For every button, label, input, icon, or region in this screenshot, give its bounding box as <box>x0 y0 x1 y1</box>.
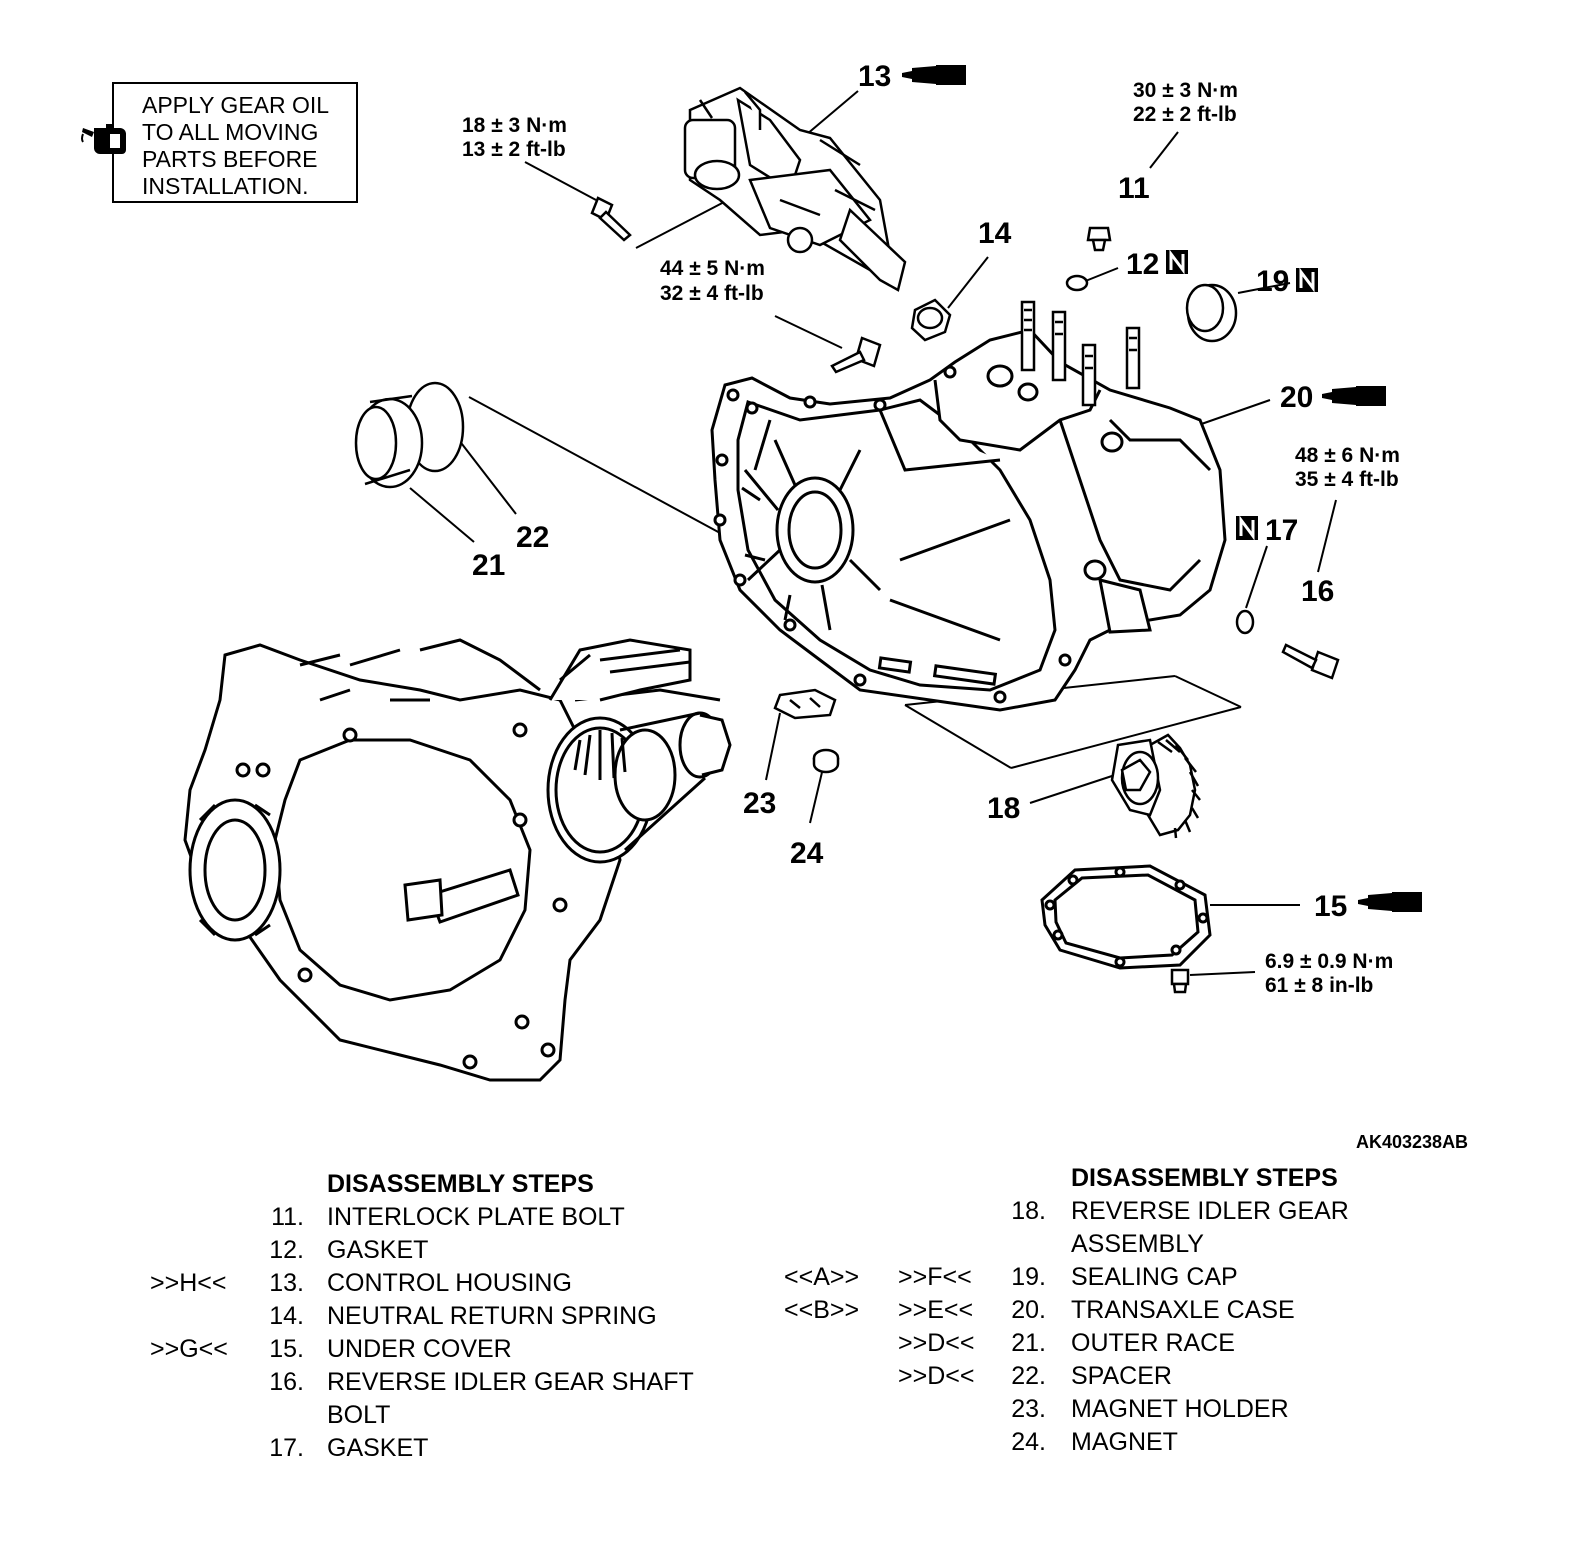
clutch-housing-assembly <box>183 638 732 1082</box>
step-mark: >>D<< <box>898 1362 975 1390</box>
callout-13: 13 <box>858 60 891 93</box>
reverse-idler-gear <box>1110 733 1201 839</box>
callout-17: 17 <box>1265 514 1298 547</box>
step-number: 19. <box>1011 1263 1046 1291</box>
step-number: 15. <box>269 1335 304 1363</box>
step-text: BOLT <box>327 1401 391 1429</box>
step-text: MAGNET <box>1071 1428 1178 1456</box>
step-mark: >>F<< <box>898 1263 972 1291</box>
step-text: CONTROL HOUSING <box>327 1269 572 1297</box>
step-text: REVERSE IDLER GEAR <box>1071 1197 1349 1225</box>
torque-spec-imperial: 35 ± 4 ft-lb <box>1295 468 1399 491</box>
step-text: NEUTRAL RETURN SPRING <box>327 1302 657 1330</box>
note-line: PARTS BEFORE <box>142 146 318 172</box>
step-number: 23. <box>1011 1395 1046 1423</box>
under-cover <box>1040 864 1212 970</box>
step-mark: <<A>> <box>784 1263 860 1291</box>
torque-spec-metric: 30 ± 3 N·m <box>1133 79 1238 102</box>
note-line: APPLY GEAR OIL <box>142 92 330 118</box>
torque-spec-imperial: 61 ± 8 in-lb <box>1265 974 1373 997</box>
new-part-badge-icon <box>1234 514 1260 542</box>
callout-11: 11 <box>1118 172 1150 205</box>
case-studs <box>1020 300 1141 407</box>
note-line: INSTALLATION. <box>142 173 309 199</box>
step-number: 22. <box>1011 1362 1046 1390</box>
callout-16: 16 <box>1301 575 1334 608</box>
step-mark: >>D<< <box>898 1329 975 1357</box>
step-text: INTERLOCK PLATE BOLT <box>327 1203 625 1231</box>
sealant-tube-icon <box>902 65 966 85</box>
torque-spec-imperial: 22 ± 2 ft-lb <box>1133 103 1237 126</box>
step-text: SPACER <box>1071 1362 1172 1390</box>
figure-id: AK403238AB <box>1356 1132 1469 1152</box>
step-number: 24. <box>1011 1428 1046 1456</box>
callout-24: 24 <box>790 837 824 870</box>
steps-title-right: DISASSEMBLY STEPS <box>1071 1164 1338 1192</box>
step-mark: <<B>> <box>784 1296 860 1324</box>
callout-20: 20 <box>1280 381 1313 414</box>
torque-spec-metric: 18 ± 3 N·m <box>462 114 567 137</box>
note-line: TO ALL MOVING <box>142 119 319 145</box>
torque-spec-imperial: 32 ± 4 ft-lb <box>660 282 764 305</box>
exploded-diagram: 13 11 14 12 19 20 17 16 22 21 23 24 18 1… <box>183 60 1422 1082</box>
callout-15: 15 <box>1314 890 1347 923</box>
steps-title-left: DISASSEMBLY STEPS <box>327 1170 594 1198</box>
control-housing <box>683 86 907 292</box>
step-text: OUTER RACE <box>1071 1329 1235 1357</box>
transaxle-case <box>710 328 1227 712</box>
step-number: 21. <box>1011 1329 1046 1357</box>
bolts <box>590 196 1340 994</box>
step-text: SEALING CAP <box>1071 1263 1238 1291</box>
step-number: 14. <box>269 1302 304 1330</box>
sealant-tube-icon <box>1322 386 1386 406</box>
magnet-holder-and-magnet <box>773 688 840 774</box>
callout-22: 22 <box>516 521 549 554</box>
step-number: 16. <box>269 1368 304 1396</box>
step-text: REVERSE IDLER GEAR SHAFT <box>327 1368 694 1396</box>
gear-oil-note: APPLY GEAR OIL TO ALL MOVING PARTS BEFOR… <box>112 82 358 203</box>
sealant-tube-icon <box>1358 892 1422 912</box>
step-text: GASKET <box>327 1236 429 1264</box>
torque-spec-metric: 48 ± 6 N·m <box>1295 444 1400 467</box>
sealing-cap <box>1185 283 1238 343</box>
step-number: 20. <box>1011 1296 1046 1324</box>
step-number: 11. <box>271 1203 304 1231</box>
step-number: 13. <box>269 1269 304 1297</box>
step-text: UNDER COVER <box>327 1335 512 1363</box>
torque-spec-imperial: 13 ± 2 ft-lb <box>462 138 566 161</box>
step-text: ASSEMBLY <box>1071 1230 1204 1258</box>
outer-race-and-spacer <box>354 381 465 489</box>
callout-19: 19 <box>1256 265 1289 298</box>
step-mark: >>E<< <box>898 1296 974 1324</box>
callout-23: 23 <box>743 787 776 820</box>
torque-spec-metric: 44 ± 5 N·m <box>660 257 765 280</box>
callout-12: 12 <box>1126 248 1159 281</box>
new-part-badge-icon <box>1164 248 1190 276</box>
callout-14: 14 <box>978 217 1012 250</box>
step-text: GASKET <box>327 1434 429 1462</box>
step-text: MAGNET HOLDER <box>1071 1395 1289 1423</box>
callout-18: 18 <box>987 792 1020 825</box>
torque-spec-metric: 6.9 ± 0.9 N·m <box>1265 950 1393 973</box>
callout-21: 21 <box>472 549 505 582</box>
oil-can-icon <box>81 124 126 154</box>
step-mark: >>H<< <box>150 1269 227 1297</box>
step-number: 18. <box>1011 1197 1046 1225</box>
new-part-badge-icon <box>1294 266 1320 294</box>
step-mark: >>G<< <box>150 1335 228 1363</box>
step-number: 12. <box>269 1236 304 1264</box>
step-text: TRANSAXLE CASE <box>1071 1296 1295 1324</box>
step-number: 17. <box>269 1434 304 1462</box>
neutral-return-spring <box>910 298 952 342</box>
